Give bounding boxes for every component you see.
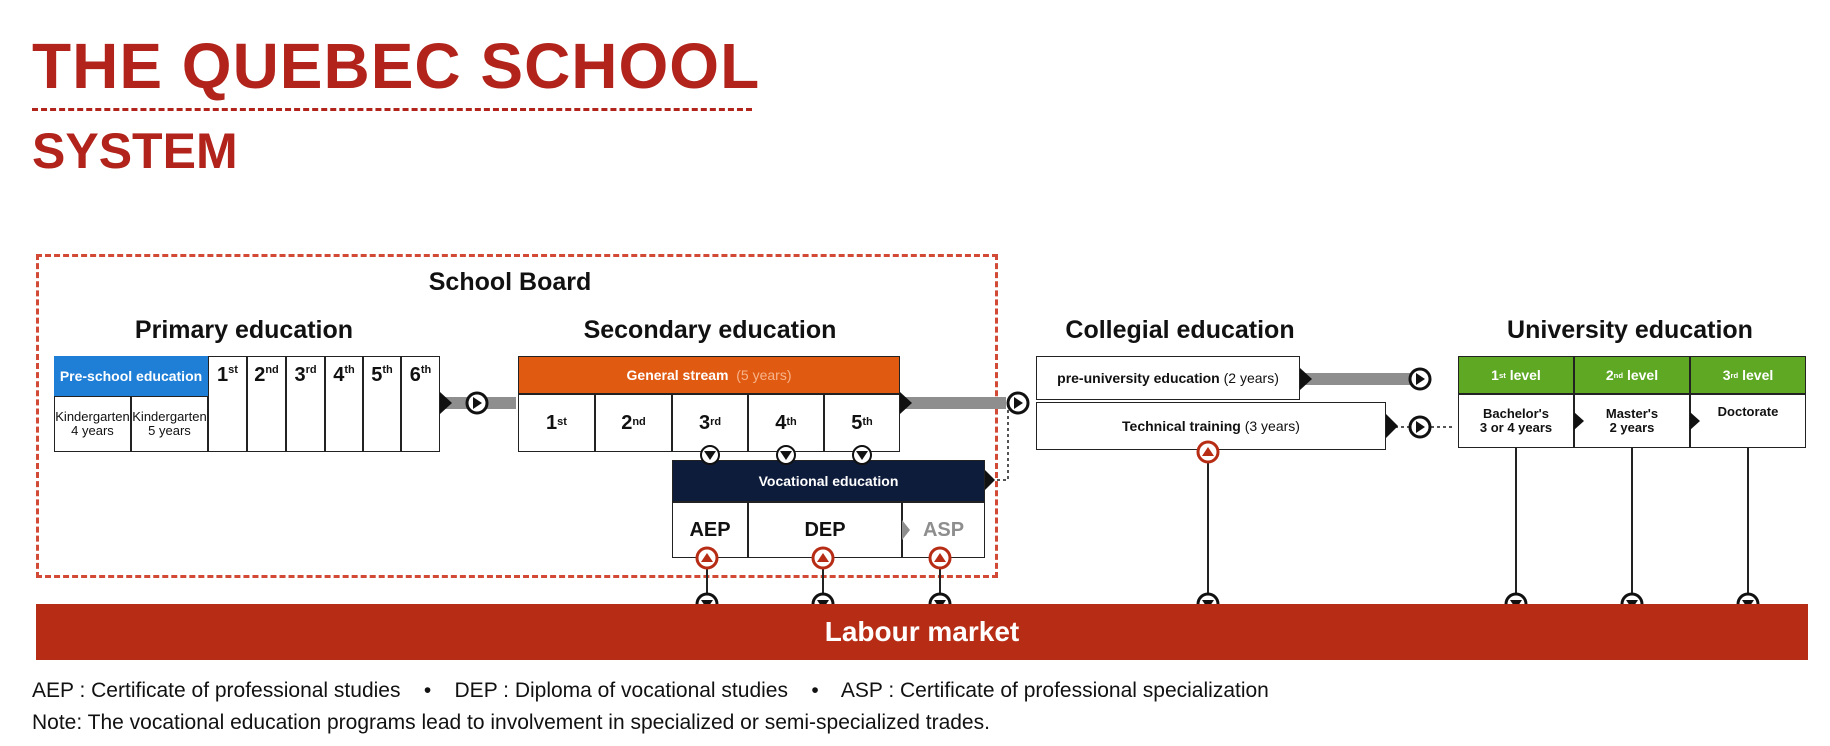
pre-university-label: pre-university education	[1057, 369, 1220, 386]
kindergarten-5-years: 5 years	[148, 423, 191, 438]
general-stream-text: General stream	[626, 367, 729, 383]
vocational-asp: ASP	[902, 502, 985, 558]
masters-box: Master's 2 years	[1574, 394, 1690, 448]
footer-legend: AEP : Certificate of professional studie…	[32, 680, 1269, 701]
pre-university-exit-arrowhead	[1300, 368, 1312, 390]
dep-red-node	[811, 546, 835, 570]
vocational-education-label: Vocational education	[672, 460, 985, 502]
kindergarten-4-years: 4 years	[71, 423, 114, 438]
primary-exit-arrowhead	[440, 392, 452, 414]
title-dashed-rule	[32, 108, 752, 111]
dep-to-asp-arrowhead	[902, 520, 910, 540]
pre-university-years: (2 years)	[1223, 369, 1279, 386]
masters-label: Master's	[1605, 406, 1659, 422]
master-to-doctorate-arrowhead	[1690, 412, 1700, 430]
doctorate-box: Doctorate	[1690, 394, 1806, 448]
legend-aep: AEP : Certificate of professional studie…	[32, 679, 401, 702]
grade-3-to-vocational-node	[700, 445, 720, 465]
secondary-exit-arrowhead	[900, 392, 912, 414]
pre-university-box: pre-university education (2 years)	[1036, 356, 1300, 400]
secondary-to-collegial-node	[1006, 391, 1030, 415]
secondary-to-collegial-connector	[900, 397, 1006, 409]
primary-to-secondary-node	[465, 391, 489, 415]
masters-years: 2 years	[1609, 420, 1655, 435]
school-board-region	[36, 254, 998, 578]
aep-red-node	[695, 546, 719, 570]
legend-dep: DEP : Diploma of vocational studies	[454, 679, 788, 702]
bachelors-box: Bachelor's 3 or 4 years	[1458, 394, 1574, 448]
kindergarten-5: Kindergarten 5 years	[131, 396, 208, 452]
bachelors-years: 3 or 4 years	[1479, 420, 1553, 435]
asp-red-node	[928, 546, 952, 570]
bachelor-to-master-arrowhead	[1574, 412, 1584, 430]
technical-exit-arrowhead	[1386, 414, 1398, 438]
legend-asp: ASP : Certificate of professional specia…	[840, 679, 1269, 702]
technical-training-years: (3 years)	[1244, 417, 1300, 434]
labour-market-bar: Labour market	[36, 604, 1808, 660]
general-stream-label: General stream (5 years)	[518, 356, 900, 394]
legend-bullet-1: •	[423, 679, 432, 702]
collegial-to-university-connector	[1300, 373, 1420, 385]
technical-to-university-node	[1408, 415, 1432, 439]
bachelors-label: Bachelor's	[1483, 406, 1549, 422]
pre-university-to-university-node	[1408, 367, 1432, 391]
school-board-label: School Board	[428, 268, 592, 296]
vocational-exit-arrowhead	[985, 470, 995, 490]
secondary-heading: Secondary education	[583, 316, 837, 344]
kindergarten-5-name: Kindergarten	[132, 409, 207, 425]
footer-note: Note: The vocational education programs …	[32, 711, 990, 734]
diagram-title: THE QUEBEC SCHOOL	[32, 30, 761, 102]
doctorate-label: Doctorate	[1717, 404, 1779, 419]
kindergarten-4: Kindergarten 4 years	[54, 396, 131, 452]
general-stream-years: (5 years)	[736, 367, 792, 383]
university-heading: University education	[1507, 316, 1753, 344]
diagram-subtitle: SYSTEM	[32, 123, 238, 179]
legend-bullet-2: •	[811, 679, 819, 702]
grade-4-to-vocational-node	[776, 445, 796, 465]
technical-training-label: Technical training	[1122, 417, 1241, 434]
collegial-heading: Collegial education	[1065, 316, 1295, 344]
grade-5-to-vocational-node	[852, 445, 872, 465]
primary-heading: Primary education	[134, 316, 354, 344]
technical-red-node	[1196, 440, 1220, 464]
kindergarten-4-name: Kindergarten	[55, 409, 130, 425]
preschool-label: Pre-school education	[54, 356, 208, 396]
